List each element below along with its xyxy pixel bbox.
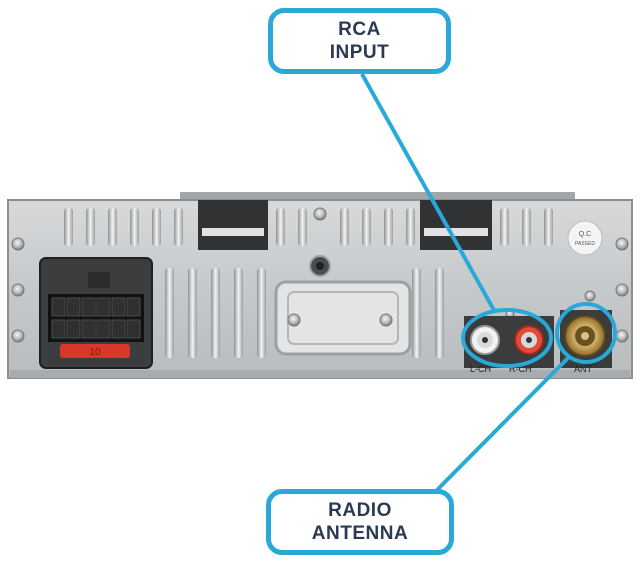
svg-text:Q.C: Q.C xyxy=(579,231,591,238)
antenna-jack: ANT xyxy=(560,310,612,374)
antenna-highlight-ring xyxy=(555,302,617,364)
side-screw xyxy=(615,237,629,251)
rca-jacks: L-CH R-CH xyxy=(464,316,554,374)
screw xyxy=(287,313,301,327)
left-channel-label: L-CH xyxy=(470,364,491,374)
antenna-callout-line1: RADIO xyxy=(328,500,392,521)
svg-text:PASSED: PASSED xyxy=(575,241,595,247)
side-screw xyxy=(11,283,25,297)
fuse xyxy=(60,344,130,358)
antenna-leader-line xyxy=(435,356,570,492)
screw xyxy=(584,290,596,302)
antenna-callout-line2: ANTENNA xyxy=(311,523,409,544)
antenna-label: ANT xyxy=(574,364,593,374)
screw xyxy=(379,313,393,327)
upper-vent-slots xyxy=(64,208,553,246)
screw xyxy=(313,207,327,221)
fuse-label: 10 xyxy=(89,347,101,358)
rca-input-callout: RCA INPUT xyxy=(268,8,451,74)
rca-callout-line1: RCA xyxy=(338,19,381,40)
side-screw xyxy=(615,283,629,297)
side-screw xyxy=(11,329,25,343)
rca-leader-line xyxy=(360,73,497,313)
rca-callout-line2: INPUT xyxy=(329,42,390,63)
center-mount-plate xyxy=(274,280,412,356)
rca-highlight-ring xyxy=(461,308,553,368)
side-screw xyxy=(615,329,629,343)
chassis-top-rail xyxy=(180,192,575,202)
iso-power-connector: 10 xyxy=(39,257,153,369)
radio-antenna-callout: RADIO ANTENNA xyxy=(266,489,454,555)
side-screw xyxy=(11,237,25,251)
qc-passed-sticker xyxy=(567,220,603,256)
lower-vent-slots xyxy=(165,268,444,358)
right-channel-label: R-CH xyxy=(509,364,532,374)
top-recess-left xyxy=(198,200,268,250)
